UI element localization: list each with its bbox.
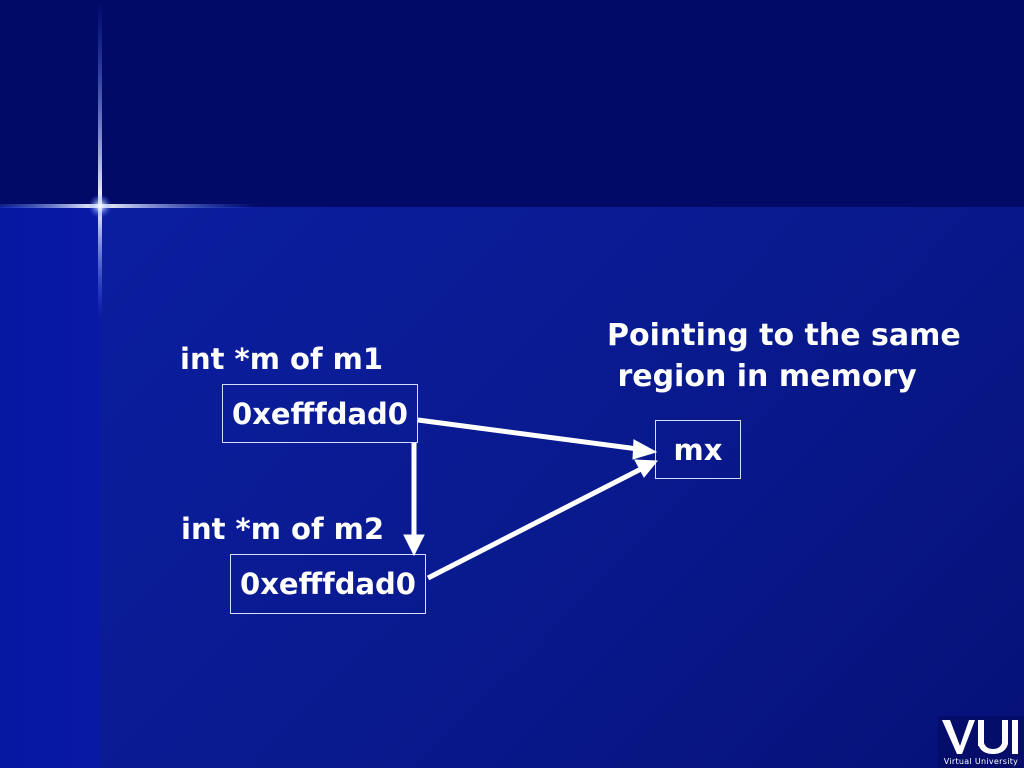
m1-label: int *m of m1 bbox=[180, 342, 384, 376]
left-band bbox=[0, 207, 100, 768]
note-text: Pointing to the same region in memory bbox=[607, 315, 961, 397]
arrow-m2-to-mx bbox=[426, 459, 659, 581]
header-band bbox=[0, 0, 1024, 207]
content-background bbox=[100, 207, 1024, 768]
m1-pointer-box: 0xefffdad0 bbox=[222, 384, 418, 443]
m2-pointer-box: 0xefffdad0 bbox=[230, 554, 426, 614]
mx-memory-box: mx bbox=[655, 420, 741, 479]
note-line-1: Pointing to the same bbox=[607, 318, 961, 353]
m2-label: int *m of m2 bbox=[181, 512, 385, 546]
note-line-2: region in memory bbox=[607, 359, 917, 394]
vu-logo-mark bbox=[942, 720, 1018, 754]
vu-logo: Virtual University bbox=[938, 716, 1024, 768]
arrow-m1-to-m2 bbox=[403, 443, 425, 557]
vu-logo-caption: Virtual University bbox=[943, 757, 1019, 766]
sparkle-decoration bbox=[0, 0, 260, 320]
arrow-m1-to-mx bbox=[417, 417, 658, 460]
